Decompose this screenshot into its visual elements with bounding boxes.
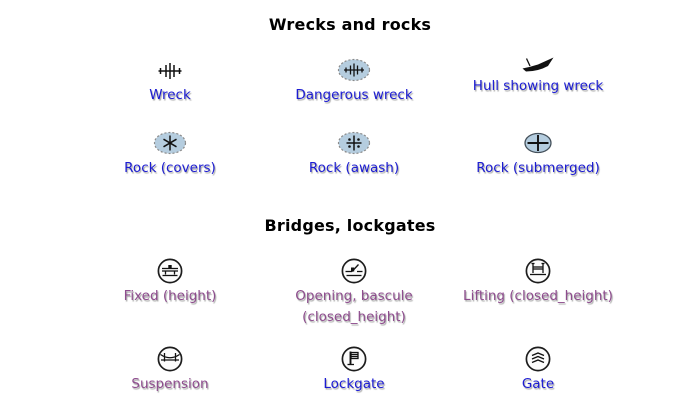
legend-item-wreck: Wreck [78, 55, 262, 106]
legend-link-dangerous-wreck[interactable]: Dangerous wreck [295, 87, 413, 103]
legend-item-gate: Gate [446, 344, 630, 395]
legend-item-bascule-bridge: Opening, bascule (closed_height) [262, 256, 446, 328]
bascule-bridge-icon [340, 256, 368, 286]
rocks-row: Rock (covers) Rock [0, 128, 700, 179]
lockgate-icon [340, 344, 368, 374]
lifting-bridge-icon [524, 256, 552, 286]
symbol-legend-page: Wrecks and rocks Wreck [0, 15, 700, 395]
section-title-bridges-lockgates: Bridges, lockgates [264, 216, 436, 235]
legend-item-suspension-bridge: Suspension [78, 344, 262, 395]
rock-covers-icon [153, 128, 187, 158]
legend-link-suspension[interactable]: Suspension [131, 376, 209, 392]
legend-link-rock-awash[interactable]: Rock (awash) [308, 160, 400, 176]
legend-item-lifting-bridge: Lifting (closed_height) [446, 256, 630, 328]
wrecks-row-1: Wreck Dangerous wreck [0, 55, 700, 106]
fixed-bridge-icon [156, 256, 184, 286]
legend-item-lockgate: Lockgate [262, 344, 446, 395]
dangerous-wreck-icon [337, 55, 371, 85]
bridges-row-2: Suspension Lockgate [0, 344, 700, 395]
hull-showing-wreck-icon [521, 55, 555, 76]
legend-link-opening-bascule[interactable]: Opening, bascule (closed_height) [295, 288, 413, 325]
rock-awash-icon [337, 128, 371, 158]
legend-item-hull-showing-wreck: Hull showing wreck [446, 55, 630, 106]
legend-link-fixed-height[interactable]: Fixed (height) [123, 288, 217, 304]
suspension-bridge-icon [156, 344, 184, 374]
legend-item-rock-submerged: Rock (submerged) [446, 128, 630, 179]
legend-link-lockgate[interactable]: Lockgate [323, 376, 385, 392]
legend-link-lifting[interactable]: Lifting (closed_height) [463, 288, 613, 304]
legend-link-hull-showing-wreck[interactable]: Hull showing wreck [472, 78, 604, 94]
legend-link-rock-covers[interactable]: Rock (covers) [124, 160, 216, 176]
bridges-row-1: Fixed (height) Opening, bascule (closed_… [0, 256, 700, 328]
legend-item-rock-awash: Rock (awash) [262, 128, 446, 179]
legend-item-dangerous-wreck: Dangerous wreck [262, 55, 446, 106]
legend-link-gate[interactable]: Gate [521, 376, 555, 392]
legend-item-rock-covers: Rock (covers) [78, 128, 262, 179]
legend-link-wreck[interactable]: Wreck [149, 87, 191, 103]
legend-link-rock-submerged[interactable]: Rock (submerged) [476, 160, 600, 176]
wreck-icon [157, 55, 183, 85]
rock-submerged-icon [523, 128, 553, 158]
section-title-wrecks-rocks: Wrecks and rocks [268, 15, 432, 34]
legend-item-fixed-bridge: Fixed (height) [78, 256, 262, 328]
gate-icon [524, 344, 552, 374]
